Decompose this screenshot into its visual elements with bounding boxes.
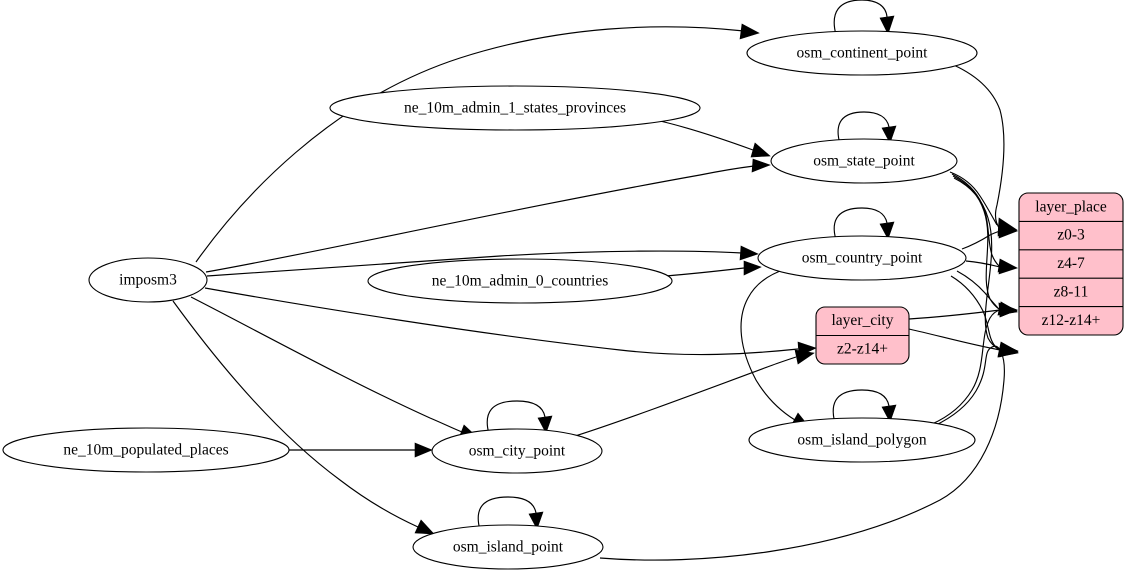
node-osm_state_point[interactable]: osm_state_point bbox=[770, 138, 958, 184]
layer_place-row-z4-7[interactable]: z4-7 bbox=[1057, 255, 1085, 272]
node-osm_continent_point-label: osm_continent_point bbox=[797, 45, 929, 62]
edge-ne_states-to-osm_state_point bbox=[659, 120, 771, 158]
node-ne_countries-label: ne_10m_admin_0_countries bbox=[432, 273, 609, 290]
edge-osm_island_point-to-layer_place_z12_z14 bbox=[599, 343, 1019, 561]
edge-osm_country_point-to-layer_place_z12_z14 bbox=[950, 275, 1018, 358]
node-ne_10m_admin_0_countries[interactable]: ne_10m_admin_0_countries bbox=[367, 258, 673, 304]
node-ne_10m_populated_places[interactable]: ne_10m_populated_places bbox=[2, 427, 290, 473]
edge-osm_country_point-to-layer_place_z4_7 bbox=[965, 259, 1018, 275]
node-osm_country_point-label: osm_country_point bbox=[802, 250, 923, 267]
nodes-layer: imposm3 ne_10m_admin_1_states_provinces … bbox=[2, 30, 978, 570]
edge-imposm3-to-osm_country_point bbox=[206, 245, 759, 277]
node-osm_country_point[interactable]: osm_country_point bbox=[757, 235, 967, 281]
node-layer_place[interactable]: layer_place z0-3 z4-7 z8-11 z12-z14+ bbox=[1018, 192, 1124, 336]
edge-osm_island_polygon-to-layer_place_z8_11 bbox=[931, 302, 1018, 425]
edge-osm_country_point-to-layer_place_z0_3 bbox=[961, 223, 1018, 250]
layer_place-row-z0-3[interactable]: z0-3 bbox=[1057, 227, 1085, 244]
layer_city-title: layer_city bbox=[832, 312, 894, 329]
edge-selfloop-osm_city_point bbox=[486, 400, 553, 435]
edge-imposm3-to-osm_state_point bbox=[205, 158, 771, 273]
layer_place-title: layer_place bbox=[1035, 199, 1107, 216]
node-osm_island_point-label: osm_island_point bbox=[453, 539, 564, 556]
node-layer_city[interactable]: layer_city z2-z14+ bbox=[815, 306, 910, 365]
edge-osm_state_point-to-layer_place_z8_11 bbox=[952, 175, 1018, 316]
edge-osm_city_point-to-layer_city bbox=[571, 349, 815, 438]
node-osm_city_point[interactable]: osm_city_point bbox=[431, 428, 603, 474]
edge-selfloop-osm_island_polygon bbox=[832, 389, 897, 424]
layer_place-row-z8-11[interactable]: z8-11 bbox=[1054, 284, 1089, 301]
edge-ne_populated-to-osm_city_point bbox=[289, 442, 433, 458]
record-nodes-layer: layer_place z0-3 z4-7 z8-11 z12-z14+ lay… bbox=[815, 192, 1124, 365]
node-imposm3[interactable]: imposm3 bbox=[88, 257, 208, 303]
node-osm_island_polygon[interactable]: osm_island_polygon bbox=[748, 417, 976, 463]
layer_place-row-z12-z14plus[interactable]: z12-z14+ bbox=[1042, 312, 1101, 329]
node-imposm3-label: imposm3 bbox=[119, 272, 177, 289]
node-ne_states-label: ne_10m_admin_1_states_provinces bbox=[404, 100, 626, 117]
edge-osm_continent_point-to-layer_place_z0_3 bbox=[948, 62, 1018, 237]
node-osm_city_point-label: osm_city_point bbox=[469, 443, 566, 460]
edge-selfloop-osm_continent_point bbox=[833, 0, 895, 36]
node-osm_continent_point[interactable]: osm_continent_point bbox=[746, 30, 978, 76]
node-ne_populated-label: ne_10m_populated_places bbox=[63, 442, 228, 459]
edge-imposm3-to-osm_city_point bbox=[190, 296, 479, 439]
edge-imposm3-to-osm_continent_point bbox=[195, 23, 760, 263]
edge-selfloop-osm_state_point bbox=[837, 111, 897, 145]
node-ne_10m_admin_1_states_provinces[interactable]: ne_10m_admin_1_states_provinces bbox=[329, 85, 701, 131]
edge-selfloop-osm_country_point bbox=[833, 207, 895, 241]
node-osm_state_point-label: osm_state_point bbox=[813, 153, 915, 170]
edge-imposm3-to-osm_island_point bbox=[172, 300, 435, 535]
edge-ne_countries-to-osm_country_point bbox=[665, 260, 762, 277]
node-osm_island_polygon-label: osm_island_polygon bbox=[797, 432, 926, 449]
node-osm_island_point[interactable]: osm_island_point bbox=[412, 524, 604, 570]
layer_city-row-z2-z14plus[interactable]: z2-z14+ bbox=[837, 341, 888, 358]
edge-selfloop-osm_island_point bbox=[477, 496, 544, 531]
